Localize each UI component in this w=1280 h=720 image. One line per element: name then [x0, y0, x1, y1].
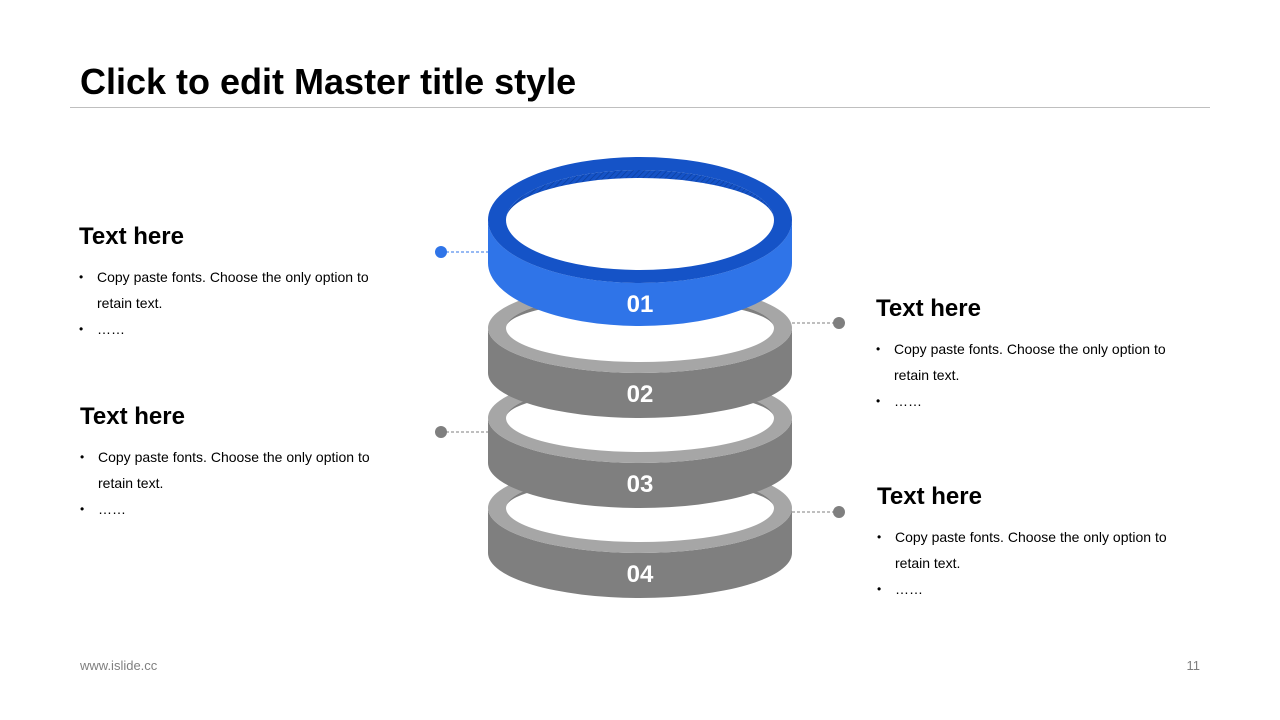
bullet-list: Copy paste fonts. Choose the only option… — [79, 264, 399, 342]
connector-02 — [792, 317, 845, 329]
ring-01-label: 01 — [627, 291, 654, 318]
text-block-heading: Text here — [80, 403, 185, 430]
footer-url: www.islide.cc — [80, 658, 158, 673]
bullet-item: Copy paste fonts. Choose the only option… — [877, 524, 1197, 576]
bullet-item: …… — [876, 388, 1196, 414]
bullet-item: …… — [79, 316, 399, 342]
title-divider — [70, 107, 1210, 108]
connector-04-dot — [833, 506, 845, 518]
bullet-item: Copy paste fonts. Choose the only option… — [80, 444, 400, 496]
text-block-heading: Text here — [79, 223, 184, 250]
ring-04-label: 04 — [627, 561, 654, 588]
text-block-04: Text here Copy paste fonts. Choose the o… — [877, 482, 1197, 602]
text-block-02: Text here Copy paste fonts. Choose the o… — [876, 294, 1196, 414]
connector-01-dot — [435, 246, 447, 258]
bullet-list: Copy paste fonts. Choose the only option… — [877, 524, 1197, 602]
ring-01-inner-wall — [506, 170, 774, 220]
text-block-01: Text here Copy paste fonts. Choose the o… — [79, 222, 399, 342]
connector-01 — [435, 246, 490, 258]
connector-02-dot — [833, 317, 845, 329]
connector-03-dot — [435, 426, 447, 438]
bullet-item: Copy paste fonts. Choose the only option… — [79, 264, 399, 316]
ring-02-label: 02 — [627, 381, 654, 408]
page-number: 11 — [1186, 658, 1201, 673]
connector-04 — [792, 506, 845, 518]
ring-01: 01 — [488, 157, 792, 326]
bullet-list: Copy paste fonts. Choose the only option… — [876, 336, 1196, 414]
text-block-03: Text here Copy paste fonts. Choose the o… — [80, 402, 400, 522]
bullet-list: Copy paste fonts. Choose the only option… — [80, 444, 400, 522]
bullet-item: …… — [80, 496, 400, 522]
slide-title: Click to edit Master title style — [80, 61, 577, 102]
ring-03-label: 03 — [627, 471, 654, 498]
text-block-heading: Text here — [877, 483, 982, 510]
ring-01-side — [488, 220, 792, 326]
connector-03 — [435, 426, 490, 438]
text-block-heading: Text here — [876, 295, 981, 322]
bullet-item: Copy paste fonts. Choose the only option… — [876, 336, 1196, 388]
bullet-item: …… — [877, 576, 1197, 602]
